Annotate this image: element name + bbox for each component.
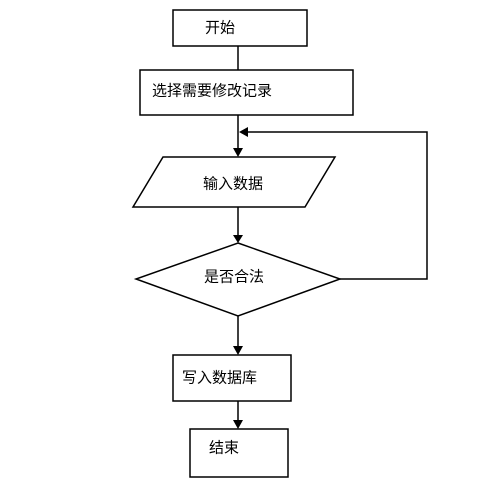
select-record-node-label: 选择需要修改记录 xyxy=(152,82,272,100)
select-record-node: 选择需要修改记录 xyxy=(139,69,354,116)
input-data-node-label: 输入数据 xyxy=(203,175,263,193)
input-data-node: 输入数据 xyxy=(131,156,337,208)
edge-loop-back-arrowhead xyxy=(239,127,248,137)
write-db-node-box xyxy=(172,354,292,402)
edge-write-to-end-arrowhead xyxy=(233,420,243,429)
input-data-node-shape xyxy=(131,156,337,208)
end-node: 结束 xyxy=(189,428,289,478)
start-node-box xyxy=(172,9,308,47)
edge-valid-to-write-arrowhead xyxy=(233,346,243,355)
edge-valid-to-write xyxy=(233,316,243,355)
start-node-label: 开始 xyxy=(205,19,235,37)
edge-input-to-valid-arrowhead xyxy=(233,235,243,243)
edge-select-to-input xyxy=(233,115,243,157)
is-valid-node-label: 是否合法 xyxy=(204,268,264,286)
is-valid-node: 是否合法 xyxy=(133,242,343,317)
write-db-node: 写入数据库 xyxy=(172,354,292,402)
edge-select-to-input-arrowhead xyxy=(233,148,243,157)
edge-loop-back-line xyxy=(247,131,428,280)
start-node: 开始 xyxy=(172,9,308,47)
edge-loop-back xyxy=(239,127,428,280)
write-db-node-label: 写入数据库 xyxy=(182,369,257,387)
end-node-label: 结束 xyxy=(209,439,239,457)
edge-write-to-end xyxy=(233,401,243,429)
edge-input-to-valid xyxy=(233,207,243,243)
select-record-node-box xyxy=(139,69,354,116)
end-node-box xyxy=(189,428,289,478)
